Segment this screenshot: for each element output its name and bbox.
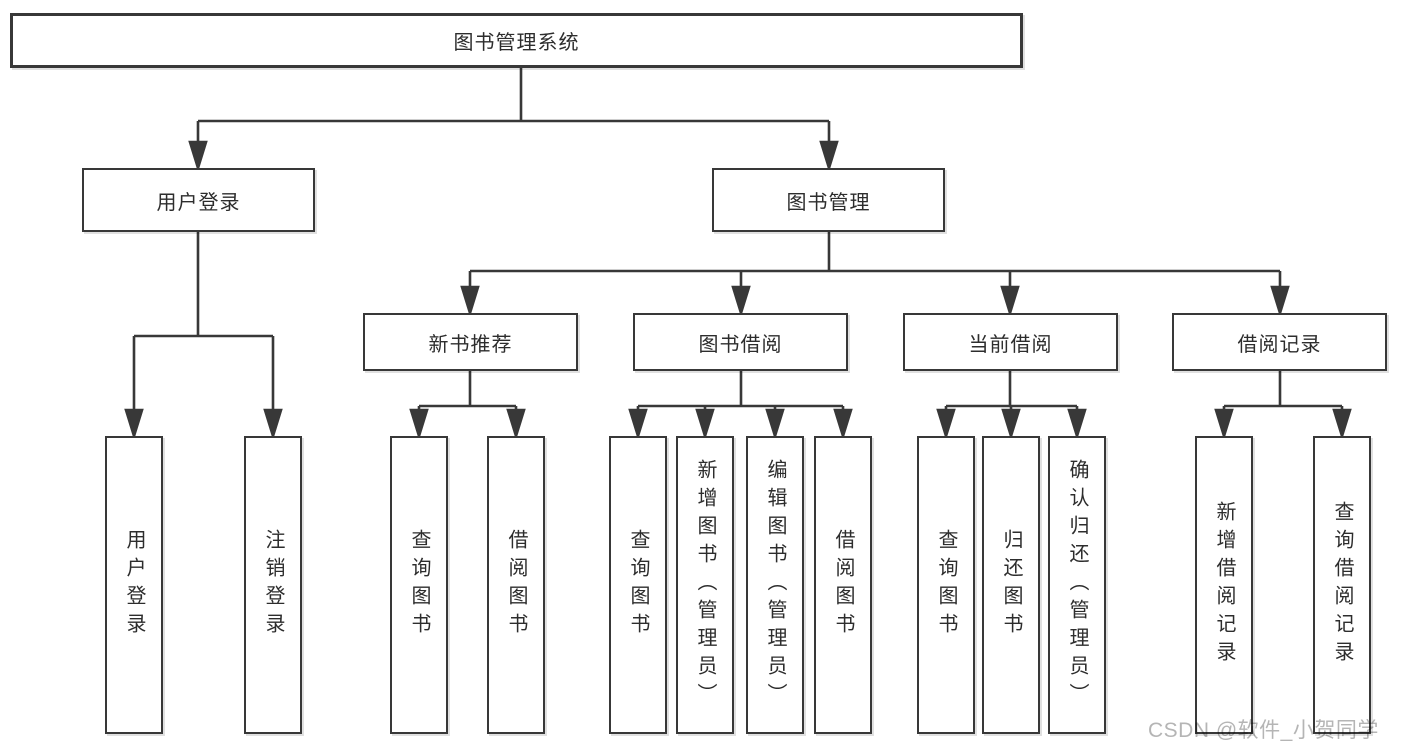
leaf-newbook-borrow-books: 借阅图书 — [487, 436, 545, 734]
node-current-borrowing: 当前借阅 — [903, 313, 1118, 371]
leaf-borrow-edit-books-admin: 编辑图书（管理员） — [746, 436, 804, 734]
connector-book-mgmt-to-level3 — [460, 232, 1290, 318]
connector-current-borrow-to-leaves — [936, 371, 1087, 441]
leaf-current-confirm-return-admin: 确认归还（管理员） — [1048, 436, 1106, 734]
connector-user-login-to-leaves — [124, 232, 283, 441]
leaf-current-return-books: 归还图书 — [982, 436, 1040, 734]
leaf-borrow-add-books-admin: 新增图书（管理员） — [676, 436, 734, 734]
node-borrowing-records: 借阅记录 — [1172, 313, 1387, 371]
connector-borrow-records-to-leaves — [1214, 371, 1352, 441]
leaf-logout: 注销登录 — [244, 436, 302, 734]
csdn-watermark: CSDN @软件_小贺同学 — [1148, 719, 1379, 742]
leaf-borrow-query-books: 查询图书 — [609, 436, 667, 734]
leaf-borrow-borrow-books: 借阅图书 — [814, 436, 872, 734]
leaf-current-query-books: 查询图书 — [917, 436, 975, 734]
leaf-records-query-record: 查询借阅记录 — [1313, 436, 1371, 734]
connector-new-book-to-leaves — [409, 371, 526, 441]
node-root-system: 图书管理系统 — [10, 13, 1023, 68]
connector-book-borrow-to-leaves — [628, 371, 853, 441]
node-book-management: 图书管理 — [712, 168, 945, 232]
leaf-records-add-record: 新增借阅记录 — [1195, 436, 1253, 734]
node-user-login: 用户登录 — [82, 168, 315, 232]
node-new-book-recommendation: 新书推荐 — [363, 313, 578, 371]
leaf-newbook-query-books: 查询图书 — [390, 436, 448, 734]
node-book-borrowing: 图书借阅 — [633, 313, 848, 371]
connector-root-to-level2 — [188, 68, 839, 173]
leaf-user-login: 用户登录 — [105, 436, 163, 734]
